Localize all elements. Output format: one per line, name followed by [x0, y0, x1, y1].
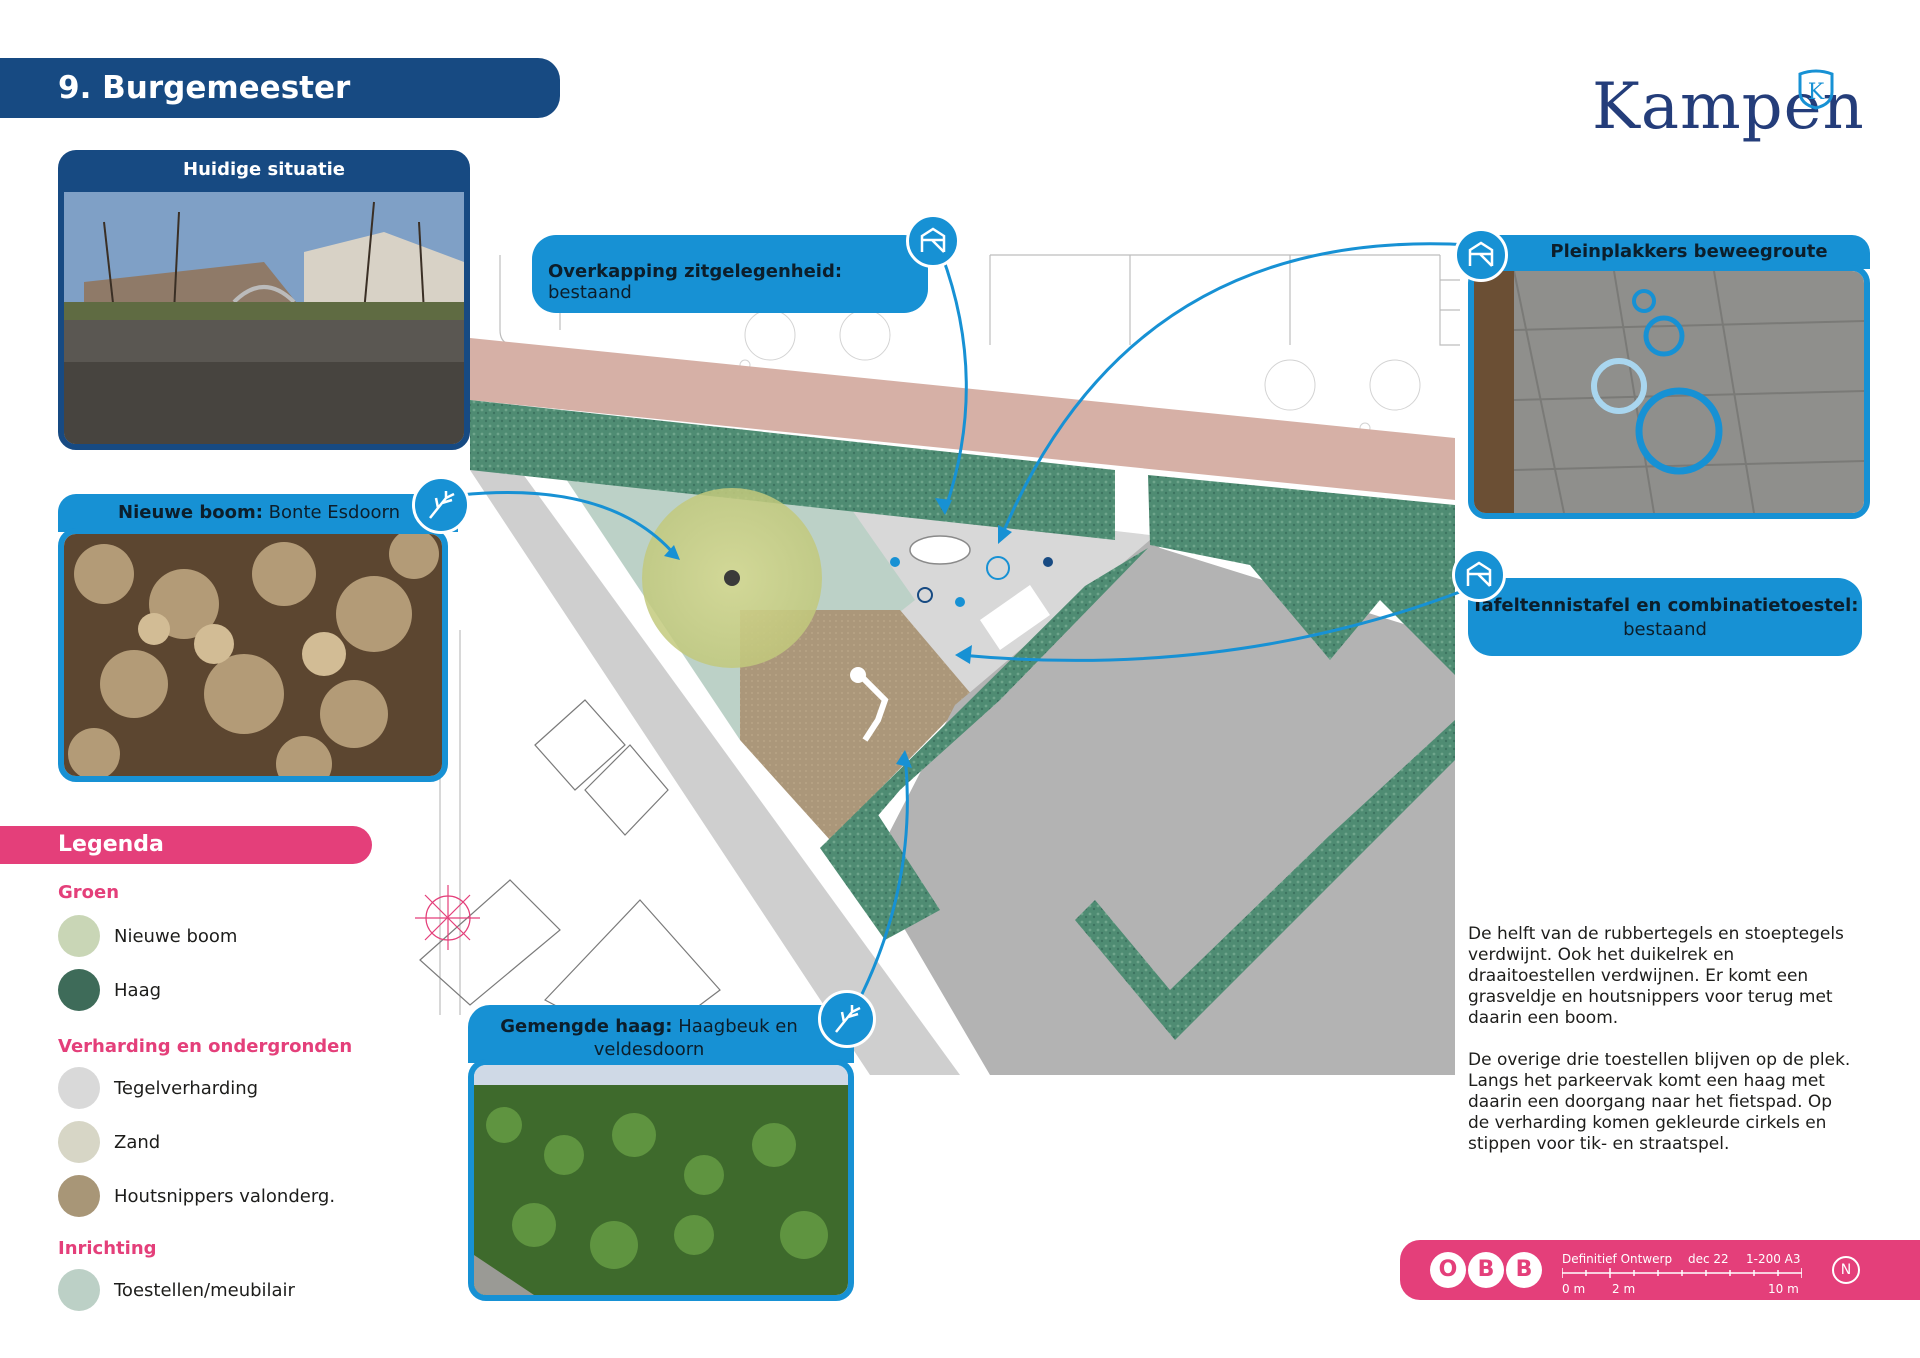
- houtsnippers-swatch: [58, 1175, 100, 1217]
- legend-item-toestellen: Toestellen/meubilair: [58, 1268, 295, 1312]
- legend-label: Houtsnippers valonderg.: [114, 1185, 336, 1207]
- haag-swatch: [58, 969, 100, 1011]
- legend-item-haag: Haag: [58, 968, 161, 1012]
- logo-badge-letter: K: [1808, 80, 1825, 105]
- north-arrow-icon: N: [1832, 1256, 1860, 1284]
- legend-item-nieuwe-boom: Nieuwe boom: [58, 914, 237, 958]
- footer-scale: 1-200 A3: [1746, 1252, 1801, 1266]
- tree-icon: [412, 476, 470, 534]
- legend-section-groen: Groen: [58, 882, 120, 903]
- callout-tafeltennis-text: bestaand: [1623, 619, 1707, 640]
- callout-arrows: [459, 242, 1471, 1036]
- logo-badge-icon: K: [1798, 69, 1834, 110]
- current-situation-header: Huidige situatie: [58, 150, 470, 190]
- callout-gemengde-haag-title: Gemengde haag:: [500, 1016, 673, 1037]
- obb-letter-o: O: [1430, 1252, 1466, 1288]
- legend-header: Legenda: [0, 826, 372, 864]
- callout-tafeltennis: Tafeltennistafel en combinatietoestel: b…: [1468, 578, 1862, 656]
- gemengde-haag-photo: [468, 1059, 854, 1301]
- playground-slide-icon: [906, 214, 960, 268]
- callout-gemengde-haag-text: Haagbeuk en veldesdoorn: [593, 1016, 798, 1060]
- legend-item-zand: Zand: [58, 1120, 160, 1164]
- callout-tafeltennis-title: Tafeltennistafel en combinatietoestel:: [1471, 595, 1859, 616]
- obb-letter-b1: B: [1468, 1252, 1504, 1288]
- callout-pleinplakkers-title: Pleinplakkers beweegroute: [1550, 241, 1828, 262]
- callout-nieuwe-boom-title: Nieuwe boom:: [118, 502, 263, 523]
- current-situation-card: Huidige situatie: [58, 150, 470, 450]
- woodchip-area: [740, 610, 972, 840]
- description-paragraph-1: De helft van de rubbertegels en stoepteg…: [1468, 924, 1844, 1028]
- current-situation-photo: [58, 186, 470, 450]
- legend-section-inrichting: Inrichting: [58, 1238, 157, 1259]
- zand-swatch: [58, 1121, 100, 1163]
- callout-overkapping-title: Overkapping zitgelegenheid:: [548, 261, 843, 282]
- legend-label: Zand: [114, 1131, 161, 1153]
- callout-gemengde-haag: Gemengde haag: Haagbeuk en veldesdoorn: [468, 1005, 854, 1301]
- path-strip: [470, 338, 1455, 500]
- callout-overkapping-text: bestaand: [548, 282, 632, 303]
- existing-tree-symbol: [415, 885, 480, 950]
- legend-label: Tegelverharding: [114, 1077, 259, 1099]
- footer-bar: O B B Definitief Ontwerp dec 22 1-200 A3…: [1400, 1240, 1920, 1300]
- scale-label-10: 10 m: [1768, 1282, 1799, 1296]
- footer-phase: Definitief Ontwerp: [1562, 1252, 1673, 1266]
- toestellen-swatch: [58, 1269, 100, 1311]
- scale-bar: [1562, 1268, 1802, 1278]
- legend-item-houtsnippers: Houtsnippers valonderg.: [58, 1174, 335, 1218]
- footer-date: dec 22: [1688, 1252, 1729, 1266]
- hedge-top: [470, 400, 1115, 540]
- callout-pleinplakkers: Pleinplakkers beweegroute: [1468, 235, 1870, 519]
- legend-label: Haag: [114, 979, 162, 1001]
- legend-label: Toestellen/meubilair: [114, 1279, 295, 1301]
- description-text: De helft van de rubbertegels en stoepteg…: [1468, 924, 1858, 1176]
- nieuwe-boom-swatch: [58, 915, 100, 957]
- tafeltennis-slide-icon: [1452, 548, 1506, 602]
- legend-item-tegelverharding: Tegelverharding: [58, 1066, 258, 1110]
- tegel-swatch: [58, 1067, 100, 1109]
- page-title: 9. Burgemeester Oldenhoflaan: [0, 58, 560, 166]
- hedge-tree-icon: [818, 990, 876, 1048]
- description-paragraph-2: De overige drie toestellen blijven op de…: [1468, 1050, 1851, 1154]
- nieuwe-boom-photo: [58, 528, 448, 782]
- legend-section-verharding: Verharding en ondergronden: [58, 1036, 353, 1057]
- pleinplakkers-photo: [1468, 265, 1870, 519]
- obb-letter-b2: B: [1506, 1252, 1542, 1288]
- pleinplakkers-slide-icon: [1454, 228, 1508, 282]
- kampen-logo: Kampen K: [1592, 64, 1864, 154]
- scale-label-0: 0 m: [1562, 1282, 1586, 1296]
- callout-nieuwe-boom: Nieuwe boom: Bonte Esdoorn: [58, 494, 458, 782]
- callout-nieuwe-boom-text: Bonte Esdoorn: [268, 502, 400, 523]
- legend-label: Nieuwe boom: [114, 925, 238, 947]
- callout-overkapping: Overkapping zitgelegenheid: bestaand: [532, 235, 928, 313]
- scale-label-2: 2 m: [1612, 1282, 1636, 1296]
